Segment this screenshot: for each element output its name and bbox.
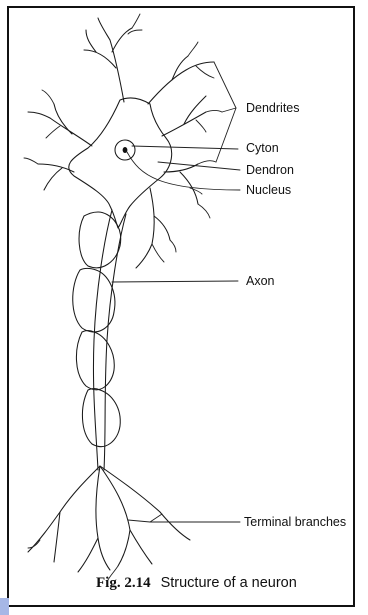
figure-caption: Fig. 2.14 Structure of a neuron [96, 574, 297, 591]
figure-title: Structure of a neuron [161, 575, 297, 591]
figure-number: Fig. 2.14 [96, 575, 151, 591]
dendrites [24, 14, 222, 268]
label-nucleus: Nucleus [246, 183, 291, 197]
myelin-sheath [73, 212, 121, 447]
label-dendron: Dendron [246, 163, 294, 177]
label-cyton: Cyton [246, 141, 279, 155]
terminal-branches [28, 466, 190, 580]
label-dendrites: Dendrites [246, 101, 300, 115]
leader-lines [112, 62, 240, 522]
label-terminal-branches: Terminal branches [244, 515, 346, 529]
axon-line-left [93, 210, 112, 470]
label-axon: Axon [246, 274, 275, 288]
cell-body [69, 98, 172, 228]
